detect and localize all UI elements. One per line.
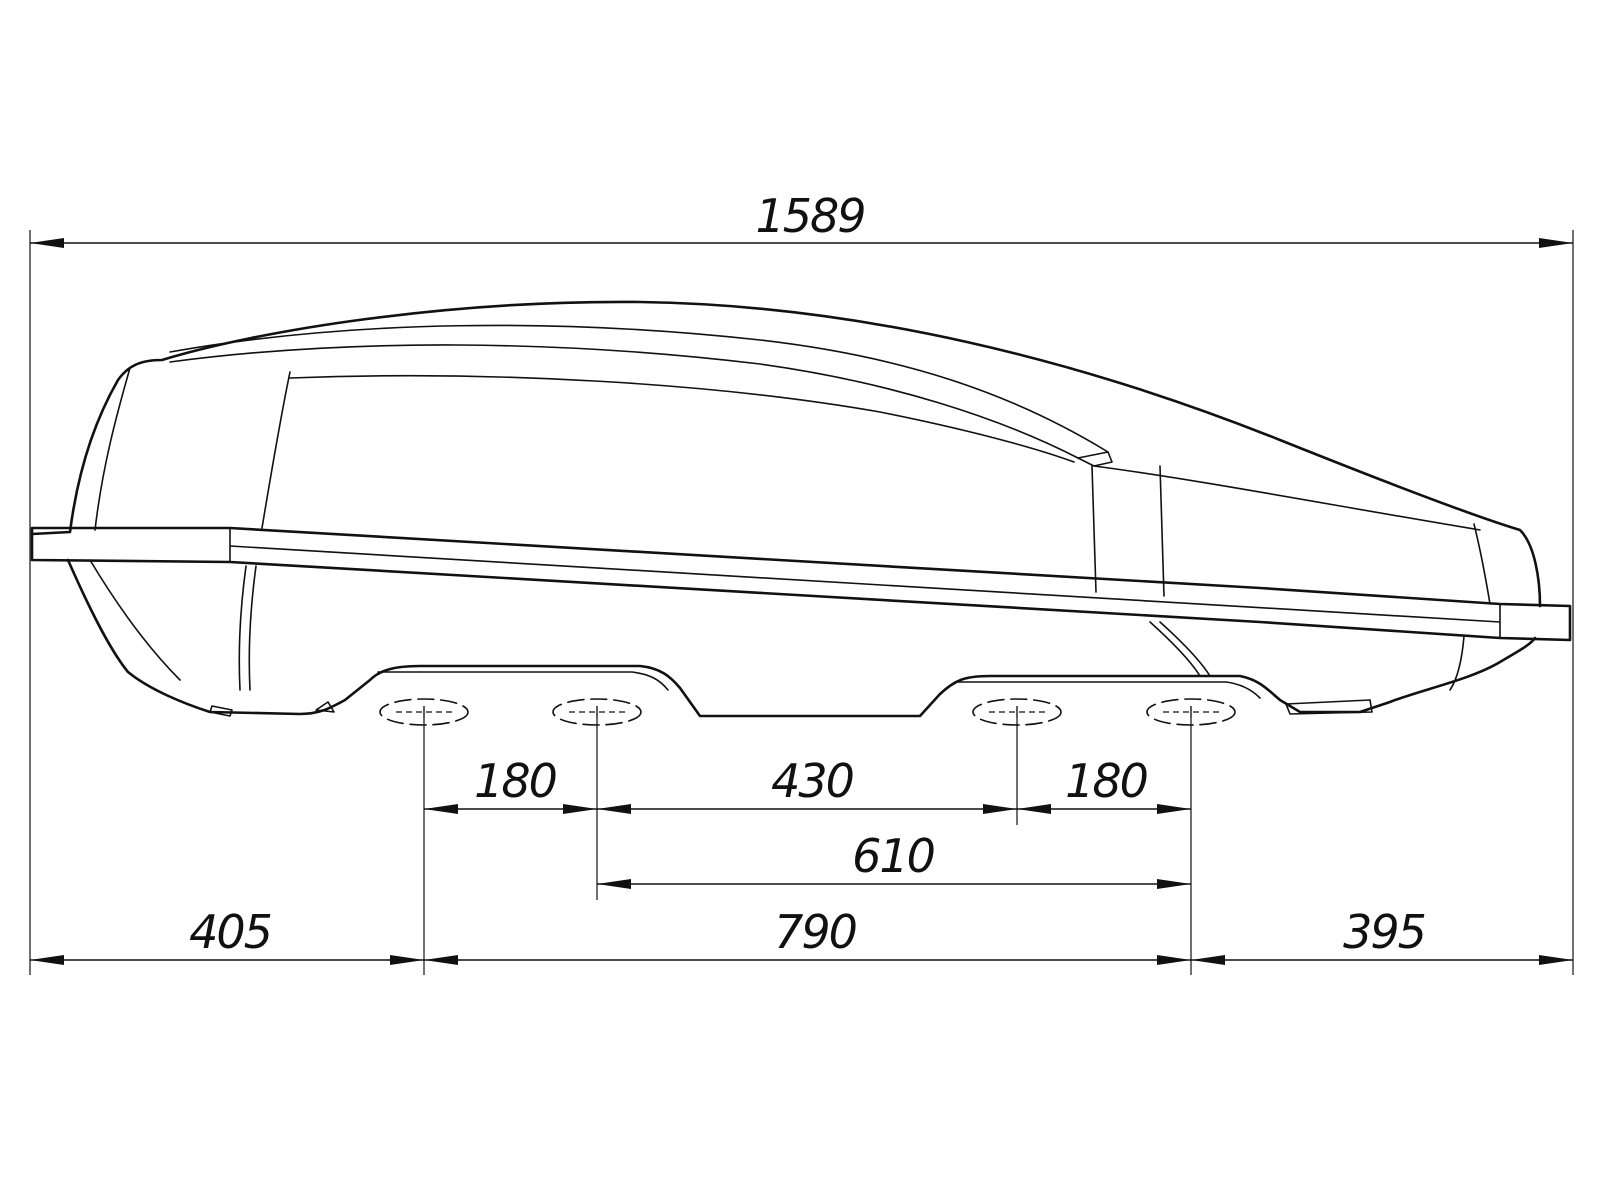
dimension-front-overhang: 405 (30, 905, 424, 965)
dimension-front-clamp-spacing: 180 (424, 754, 597, 814)
dimension-inner-span: 610 (597, 829, 1191, 889)
dimension-rear-overhang: 395 (1191, 905, 1573, 965)
front-overhang-label: 405 (189, 905, 271, 959)
extension-lines (29, 230, 1574, 975)
clamp-gap-label: 430 (771, 754, 853, 808)
roof-box-outline (30, 300, 1572, 718)
dimension-rear-clamp-spacing: 180 (1017, 754, 1191, 814)
dimension-clamp-gap: 430 (597, 754, 1017, 814)
roof-box-detail-lines (89, 324, 1501, 717)
dimension-mount-span: 790 (424, 905, 1191, 965)
rear-clamp-spacing-label: 180 (1065, 754, 1147, 808)
front-clamp-spacing-label: 180 (474, 754, 556, 808)
rear-overhang-label: 395 (1343, 905, 1425, 959)
mounting-clamps (379, 698, 1236, 726)
overall-length-label: 1589 (755, 189, 864, 243)
dimension-overall-length: 1589 (30, 189, 1573, 248)
inner-span-label: 610 (852, 829, 934, 883)
mount-span-label: 790 (774, 905, 856, 959)
